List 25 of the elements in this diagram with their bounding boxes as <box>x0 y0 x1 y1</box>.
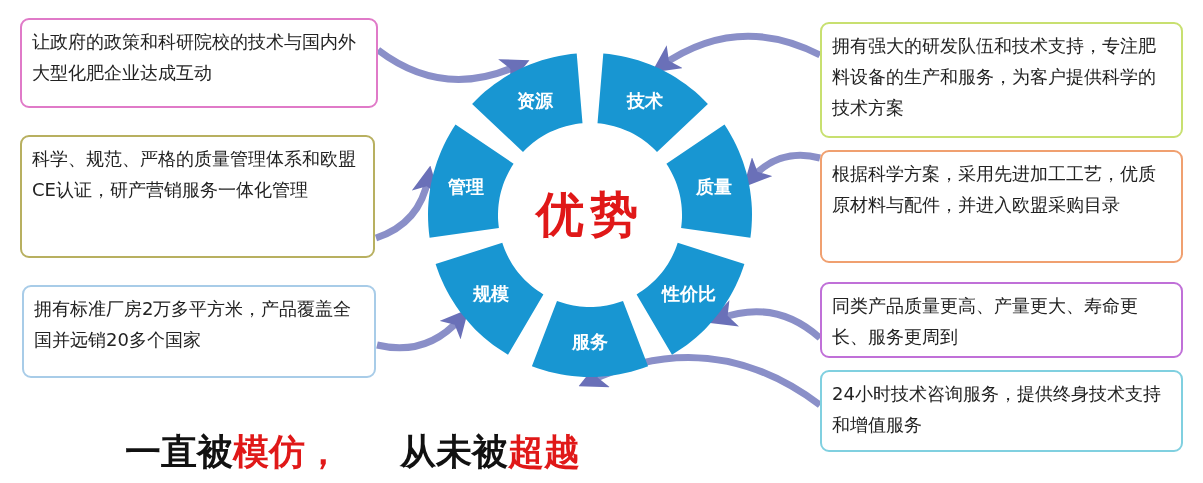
text-card <box>820 22 1183 138</box>
curved-arrow <box>376 47 530 85</box>
segment-label: 性价比 <box>662 282 717 307</box>
text-card <box>22 285 376 378</box>
description-text: 24小时技术咨询服务，提供终身技术支持和增值服务 <box>832 383 1161 435</box>
description-text: 让政府的政策和科研院校的技术与国内外大型化肥企业达成互动 <box>32 31 356 83</box>
text-card <box>20 135 375 258</box>
text-card <box>820 150 1183 263</box>
segment-label: 技术 <box>627 88 664 113</box>
description-text: 根据科学方案，采用先进加工工艺，优质原材料与配件，并进入欧盟采购目录 <box>832 163 1156 215</box>
segment-label: 资源 <box>516 88 553 113</box>
description-text: 拥有标准厂房2万多平方米，产品覆盖全国并远销20多个国家 <box>34 298 352 350</box>
center-heading: 优势 <box>536 185 644 244</box>
segment-label: 服务 <box>572 330 608 354</box>
slogan-text: 一直被模仿， <box>125 430 341 474</box>
description-text: 科学、规范、严格的质量管理体系和欧盟CE认证，研产营销服务一体化管理 <box>32 148 356 200</box>
description-text: 拥有强大的研发队伍和技术支持，专注肥料设备的生产和服务，为客户提供科学的技术方案 <box>832 35 1156 118</box>
segment-label: 规模 <box>472 282 509 307</box>
text-card <box>820 282 1183 358</box>
slogan-text: 从未被超越 <box>400 430 580 474</box>
text-card <box>820 370 1183 452</box>
description-text: 同类产品质量更高、产量更大、寿命更长、服务更周到 <box>832 295 1138 347</box>
segment-label: 管理 <box>448 174 485 199</box>
segment-label: 质量 <box>695 174 732 199</box>
text-card <box>20 18 378 108</box>
